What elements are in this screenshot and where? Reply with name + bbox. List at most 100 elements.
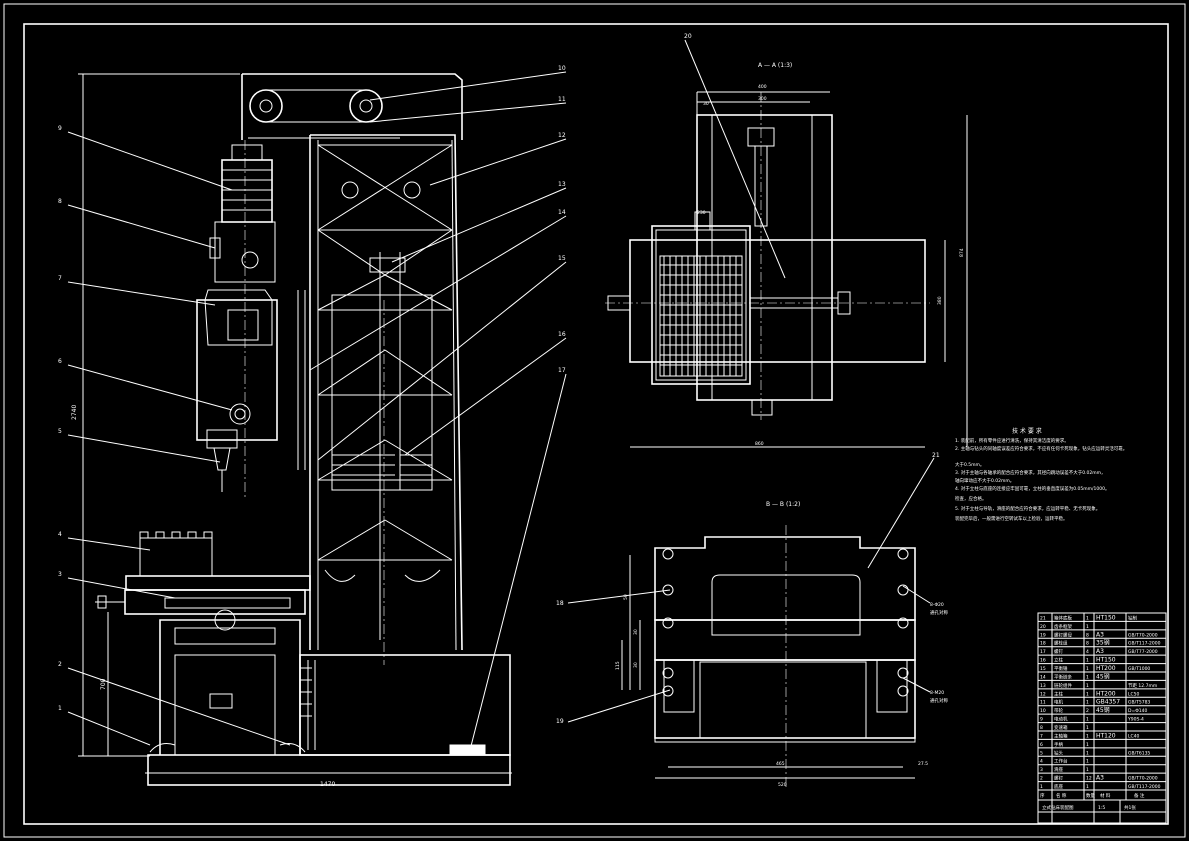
parts-cell-name: 变速箱 xyxy=(1054,724,1068,731)
parts-cell-no: 11 xyxy=(1040,700,1046,706)
parts-cell-mat: 45钢 xyxy=(1096,706,1110,714)
parts-cell-name: 齿条框架 xyxy=(1054,623,1072,630)
balloon-15: 15 xyxy=(558,255,566,262)
aa-dim-width: 860 xyxy=(755,441,764,447)
parts-cell-name: 螺钉螺母 xyxy=(1054,631,1072,638)
tech-title: 技 术 要 求 xyxy=(1012,427,1042,435)
parts-cell-note: GB/T70-2000 xyxy=(1128,776,1158,782)
parts-cell-note: GB/T117-2000 xyxy=(1128,784,1161,790)
outer-border xyxy=(3,3,1186,838)
parts-cell-no: 1 xyxy=(1040,784,1043,790)
title-header-mat: 材 料 xyxy=(1100,792,1111,799)
parts-cell-no: 18 xyxy=(1040,641,1046,647)
section-aa-title: A — A (1:3) xyxy=(758,62,792,69)
parts-cell-no: 13 xyxy=(1040,683,1046,689)
bb-dim-30b: 30 xyxy=(633,662,639,668)
aa-dim-230: 230 xyxy=(697,210,706,216)
balloon-2: 2 xyxy=(58,661,62,668)
parts-cell-name: 链轮组件 xyxy=(1054,682,1072,689)
tech-note-6: 4. 对于立柱与底座的连接应牢固可靠，立柱的垂直度误差为0.05mm/1000。 xyxy=(955,485,1109,492)
parts-cell-name: 手柄 xyxy=(1054,741,1063,748)
parts-cell-note: GB/T70-2000 xyxy=(1128,632,1158,638)
motor xyxy=(221,159,273,223)
aa-dim-300: 300 xyxy=(758,96,767,102)
parts-cell-no: 2 xyxy=(1040,776,1043,782)
bb-hole-note-top: 通孔对称 xyxy=(930,609,948,616)
balloon-7: 7 xyxy=(58,275,62,282)
tech-note-8: 5. 对于立柱与导轨，滑座的配合应符合要求，应运转平稳、无卡死现象。 xyxy=(955,505,1100,512)
parts-cell-mat: A3 xyxy=(1096,631,1104,638)
bb-dim-520: 520 xyxy=(778,782,787,788)
column-frame xyxy=(310,134,463,651)
tech-note-9: 装配完毕后，一般需进行空转试车以上检验，运转平稳。 xyxy=(955,515,1068,522)
parts-cell-qty: 12 xyxy=(1086,776,1092,782)
balloon-1: 1 xyxy=(58,705,62,712)
tech-note-5: 轴向窜动应不大于0.02mm。 xyxy=(955,477,1014,484)
pulley-right xyxy=(349,89,383,123)
aa-dim-height: 874 xyxy=(959,248,965,257)
tech-note-2: 2. 主轴与钻头的同轴度误差应符合要求，不应有任何卡死现象，钻头应运转灵活可靠。 xyxy=(955,445,1127,452)
parts-cell-no: 3 xyxy=(1040,767,1043,773)
parts-cell-name: 滑座 xyxy=(1054,766,1063,773)
parts-cell-qty: 1 xyxy=(1086,750,1089,756)
parts-cell-qty: 1 xyxy=(1086,717,1089,723)
balloon-18: 18 xyxy=(556,600,564,607)
parts-cell-mat: HT150 xyxy=(1096,657,1116,664)
drawing-sheet: 共1张 xyxy=(1124,804,1136,811)
parts-cell-note: LC40 xyxy=(1128,733,1140,739)
inner-border xyxy=(23,23,1169,825)
parts-cell-mat: HT200 xyxy=(1096,665,1116,672)
balloon-21: 21 xyxy=(932,452,940,459)
parts-cell-qty: 1 xyxy=(1086,759,1089,765)
parts-cell-no: 4 xyxy=(1040,759,1043,765)
spindle-head xyxy=(196,299,278,441)
counterweight xyxy=(331,294,433,491)
parts-cell-no: 14 xyxy=(1040,674,1046,680)
parts-cell-note: GB/T77-2000 xyxy=(1128,649,1158,655)
parts-cell-name: 螺钉 xyxy=(1054,648,1063,655)
parts-cell-no: 7 xyxy=(1040,733,1043,739)
tech-note-4: 3. 对于主轴与各轴承的配合应符合要求，其径向跳动误差不大于0.02mm， xyxy=(955,469,1106,476)
parts-cell-qty: 2 xyxy=(1086,708,1089,714)
section-bb-view: B — B (1:2) 8-Φ20 通孔对称 8-M20 通孔对称 50 30 … xyxy=(615,501,948,790)
parts-cell-qty: 1 xyxy=(1086,742,1089,748)
parts-cell-no: 12 xyxy=(1040,691,1046,697)
parts-cell-note: 节距 12.7mm xyxy=(1128,683,1157,689)
bb-dim-465: 465 xyxy=(776,761,785,767)
parts-cell-no: 15 xyxy=(1040,666,1046,672)
parts-cell-note: GB/T117-2000 xyxy=(1128,641,1161,647)
parts-cell-qty: 1 xyxy=(1086,666,1089,672)
parts-cell-name: 平衡锤 xyxy=(1054,665,1068,672)
bb-hole-top: 8-Φ20 xyxy=(930,602,944,608)
title-block: 序 名 称 数量 材 料 备 注 立式钻床装配图 1:5 共1张 xyxy=(1038,789,1166,823)
dim-table-height: 700 xyxy=(100,678,107,690)
parts-cell-qty: 1 xyxy=(1086,658,1089,664)
parts-cell-no: 19 xyxy=(1040,632,1046,638)
parts-cell-no: 16 xyxy=(1040,658,1046,664)
parts-cell-qty: 1 xyxy=(1086,700,1089,706)
bb-dim-115: 115 xyxy=(615,661,621,670)
title-header-name: 名 称 xyxy=(1056,792,1067,799)
parts-cell-note: GB/T6135 xyxy=(1128,750,1150,756)
parts-cell-note: 钻削 xyxy=(1128,614,1137,621)
balloon-19: 19 xyxy=(556,718,564,725)
parts-cell-qty: 4 xyxy=(1086,649,1089,655)
pulley-left xyxy=(249,89,283,123)
parts-cell-no: 5 xyxy=(1040,750,1043,756)
bb-dim-50: 50 xyxy=(623,594,629,600)
balloon-10: 10 xyxy=(558,65,566,72)
balloon-labels: 9 8 7 6 5 4 3 2 1 10 11 12 13 14 15 16 1… xyxy=(58,33,940,725)
parts-cell-mat: GB4357 xyxy=(1096,699,1120,706)
drawing-name: 立式钻床装配图 xyxy=(1042,804,1074,811)
bb-hole-bottom: 8-M20 xyxy=(930,690,944,696)
parts-cell-no: 21 xyxy=(1040,615,1046,621)
parts-cell-mat: A3 xyxy=(1096,775,1104,782)
balloon-4: 4 xyxy=(58,531,62,538)
parts-cell-mat: HT120 xyxy=(1096,732,1116,739)
title-header-qty: 数量 xyxy=(1086,792,1095,799)
parts-cell-mat: 45钢 xyxy=(1096,672,1110,680)
technical-requirements: 技 术 要 求 1. 装配前，所有零件应进行清洗，保持其清洁度的要求。 2. 主… xyxy=(955,427,1127,522)
parts-cell-no: 17 xyxy=(1040,649,1046,655)
